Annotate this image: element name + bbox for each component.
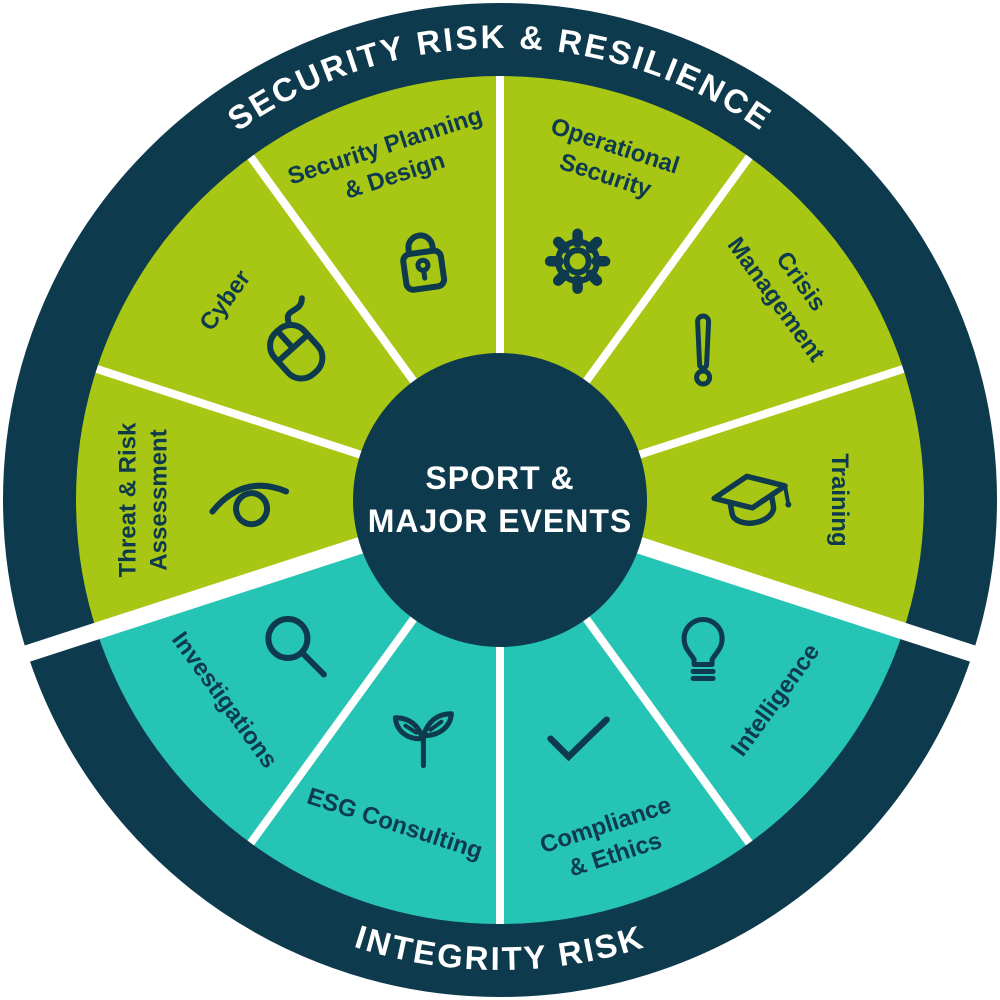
divider-line bbox=[579, 151, 755, 389]
divider-line bbox=[632, 363, 909, 461]
segment-intelligence-wedge bbox=[584, 544, 908, 847]
divider-line bbox=[245, 611, 421, 849]
segment-security-planning-design-wedge bbox=[248, 72, 500, 385]
half-split-line bbox=[4, 528, 391, 669]
segment-cyber-wedge bbox=[92, 153, 416, 456]
padlock-icon bbox=[400, 232, 448, 293]
hub-label: SPORT & bbox=[425, 460, 574, 496]
divider-line bbox=[579, 611, 755, 849]
mouse-icon bbox=[267, 295, 326, 382]
exclamation-icon bbox=[694, 313, 713, 387]
hub-circle bbox=[353, 353, 647, 647]
outer-ring bbox=[3, 3, 997, 997]
divider-line bbox=[91, 363, 368, 461]
divider-line bbox=[245, 151, 421, 389]
lightbulb-icon bbox=[681, 617, 725, 681]
hub-label: MAJOR EVENTS bbox=[368, 503, 632, 539]
checkmark-icon bbox=[547, 716, 610, 762]
eye-icon bbox=[209, 482, 290, 528]
segment-training-label: Training bbox=[826, 453, 853, 546]
segment-operational-security-wedge bbox=[500, 72, 752, 385]
gear-icon bbox=[544, 228, 611, 295]
magnifier-icon bbox=[265, 616, 327, 678]
seedling-icon bbox=[392, 711, 454, 769]
segment-crisis-management-wedge bbox=[584, 153, 908, 456]
segment-investigations-wedge bbox=[92, 544, 416, 847]
segment-compliance-ethics-wedge bbox=[500, 615, 752, 928]
segment-esg-consulting-wedge bbox=[248, 615, 500, 928]
graduation-cap-icon bbox=[711, 473, 792, 526]
half-split-line bbox=[609, 528, 996, 669]
